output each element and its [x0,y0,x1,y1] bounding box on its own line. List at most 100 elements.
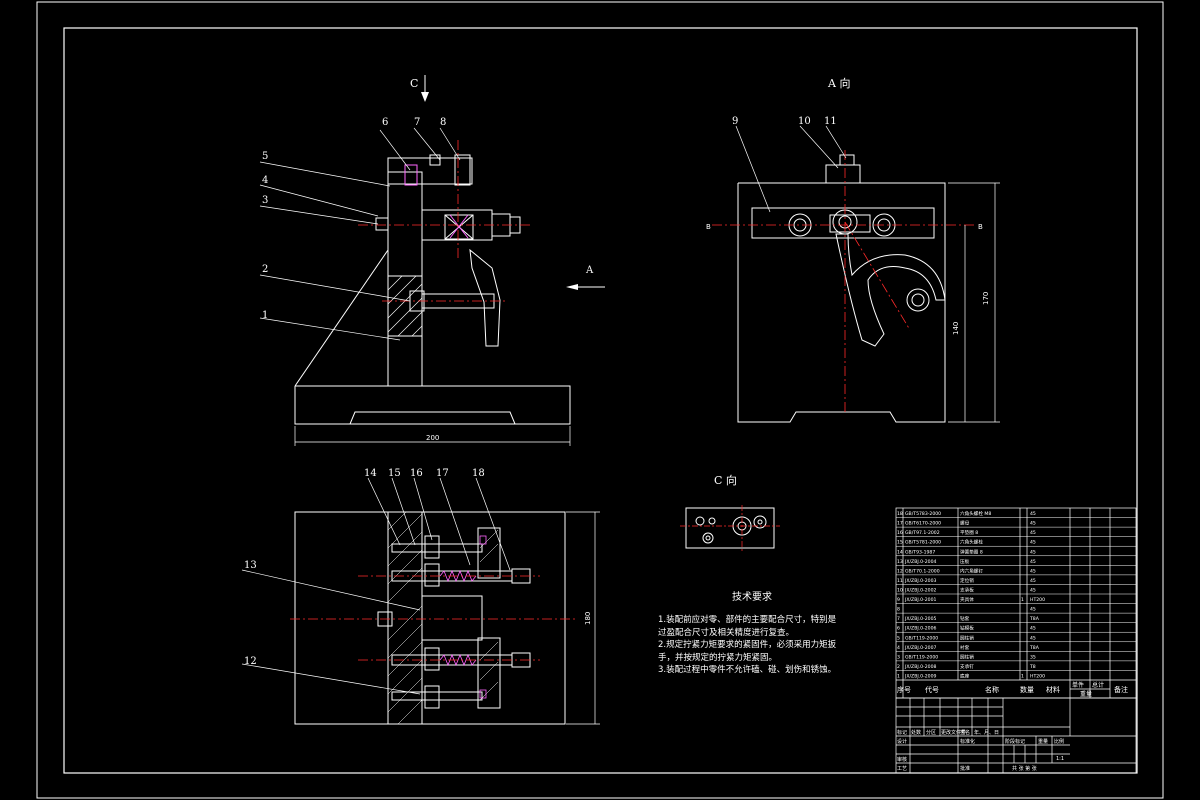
dim-bottom-height-text: 180 [584,612,592,625]
bom-cell: 压板 [960,558,970,565]
part-label-17: 17 [436,468,449,479]
bom-cell: JX/ZBJ.0-2009 [904,674,937,680]
bom-cell: 9 [897,597,900,603]
bom-cell: 45 [1030,559,1036,565]
bom-cell: JX/ZBJ.0-2001 [904,597,937,603]
c-view [685,507,775,549]
bom-header-name: 名称 [985,685,999,694]
bom-cell: 螺母 [960,520,970,527]
bom-cell: GB/T5781-2000 [905,540,941,546]
bom-cell: 16 [897,530,903,536]
tb-sheets: 共 张 第 张 [1012,765,1037,772]
part-label-11: 11 [824,116,837,127]
part-label-13: 13 [244,560,257,571]
bom-cell: JX/ZBJ.0-2004 [904,559,937,565]
bom-cell: 45 [1030,626,1036,632]
bom-cell: 支承钉 [960,663,974,670]
dim-base-width-text: 200 [426,434,439,442]
bom-cell: 1 [1021,674,1024,680]
bom-cell: 钻模板 [960,625,974,632]
dim-bottom-height [566,511,600,725]
bom-cell: 平垫圈 8 [960,529,978,536]
a-view [737,154,946,423]
bom-cell: 六角头螺栓 [960,539,983,546]
tb-approve: 批准 [960,765,970,772]
section-c-label: C [410,77,418,90]
bom-cell: 1 [897,674,900,680]
bom-cell: 2 [897,664,900,670]
tb-mark: 标记 [897,729,907,736]
bom-cell: GB/T97.1-2002 [905,530,940,536]
tb-review: 审核 [897,756,907,763]
bottom-hatch [387,511,499,725]
part-label-4: 4 [262,175,268,186]
bom-cell: 7 [897,616,900,622]
bom-cell: 12 [897,568,903,574]
view-c-title: C 向 [714,473,737,487]
bom-cell: GB/T119-2000 [905,635,938,641]
bom-cell: 45 [1030,540,1036,546]
tb-weight: 重量 [1038,738,1048,745]
bom-cell: HT200 [1030,674,1045,680]
bottom-view [294,511,566,725]
dim-a-height-text: 170 [982,292,990,305]
tech-req-list: 1.装配前应对零、部件的主要配合尺寸，特别是过盈配合尺寸及相关精度进行复查。 2… [658,614,838,677]
bom-header-material: 材料 [1046,685,1060,694]
part-label-7: 7 [414,117,420,128]
tb-signature: 签名 [960,729,970,736]
part-label-1: 1 [262,310,268,321]
part-label-14: 14 [364,468,377,479]
bom-cell: 定位销 [960,577,974,584]
bom-cell: 衬套 [960,644,970,651]
arrow-a-head [566,284,578,290]
part-label-16: 16 [410,468,423,479]
bom-cell: 45 [1030,568,1036,574]
bom-cell: JX/ZBJ.0-2006 [904,626,937,632]
bom-cell: 8 [897,607,900,613]
bom-cell: 内六角螺钉 [960,567,983,574]
bom-header-code: 代号 [925,685,939,694]
bom-cell: 六角头螺栓 M8 [960,510,991,517]
bom-cell: 6 [897,626,900,632]
view-a-title: A 向 [827,76,850,90]
dim-a-inner-text: 140 [952,322,960,335]
bom-cell: 10 [897,588,903,594]
part-label-18: 18 [472,468,485,479]
bottom-centerlines [290,575,575,661]
tech-req-item-3: 3.装配过程中零件不允许磕、碰、划伤和锈蚀。 [658,665,837,675]
part-label-5: 5 [262,151,268,162]
tb-process: 工艺 [897,766,907,772]
tech-req-item-1: 1.装配前应对零、部件的主要配合尺寸，特别是过盈配合尺寸及相关精度进行复查。 [658,615,837,638]
bom-cell: GB/T70.1-2000 [905,568,940,574]
bom-cell: 13 [897,559,903,565]
front-leaders [259,127,461,341]
tb-scale: 比例 [1054,738,1064,745]
bom-cell: 11 [897,578,903,584]
c-centerlines [680,505,780,552]
bom-cell: T8A [1029,645,1040,651]
bom-cell: 底座 [960,673,970,680]
bom-cell: 4 [897,645,900,651]
bom-cell: 14 [897,549,903,555]
tb-standard: 标准化 [960,738,975,745]
part-label-10: 10 [798,116,811,127]
part-label-15: 15 [388,468,401,479]
bom-cell: 15 [897,540,903,546]
bom-cell: JX/ZBJ.0-2007 [904,645,937,651]
front-centerlines [358,140,530,302]
tech-req-title: 技术要求 [732,590,772,603]
bom-cell: GB/T93-1987 [905,549,935,555]
bom-header-index: 序号 [897,685,911,694]
a-leaders [735,125,847,213]
bom-header-unit: 单件 [1072,681,1084,689]
part-label-8: 8 [440,117,446,128]
bom-cell: 夹具体 [960,596,974,603]
bom-cell: JX/ZBJ.0-2003 [904,578,937,584]
bom-cell: 45 [1030,635,1036,641]
dim-base-width [294,426,571,446]
tb-count: 处数 [911,729,921,736]
a-centerlines [712,150,975,415]
section-b-right: B [978,223,983,231]
